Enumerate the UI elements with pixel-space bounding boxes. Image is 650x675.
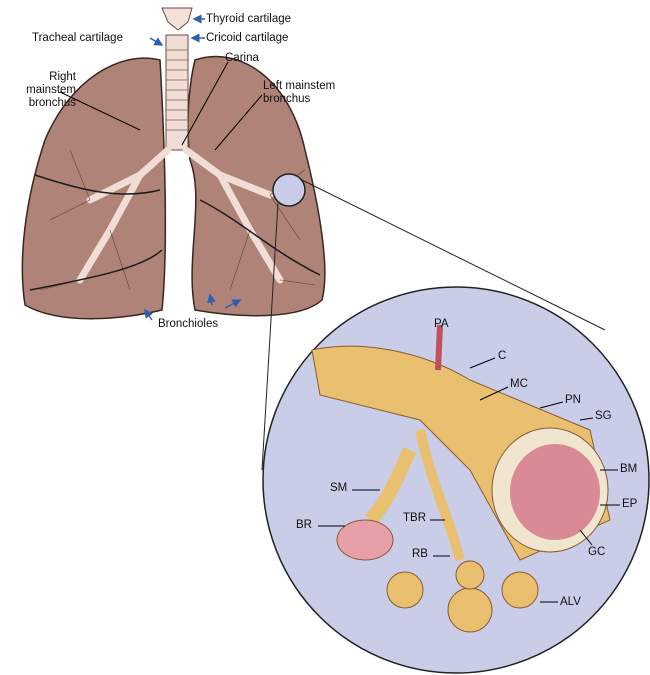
bronchiole-branch: [364, 446, 417, 525]
alveoli: [386, 560, 539, 633]
label-bronchioles: Bronchioles: [158, 318, 219, 330]
label-bm: BM: [620, 463, 638, 475]
thyroid-cartilage: [161, 7, 193, 31]
bronchial-tree: [76, 146, 284, 284]
label-pa: PA: [434, 318, 449, 330]
label-left-mainstem-bronchus: Left mainstem bronchus: [263, 80, 336, 105]
label-rb: RB: [412, 548, 428, 560]
label-carina: Carina: [225, 52, 259, 64]
label-sm: SM: [330, 482, 348, 494]
label-gc: GC: [588, 546, 606, 558]
label-cricoid-cartilage: Cricoid cartilage: [206, 32, 289, 44]
label-pn: PN: [565, 394, 581, 406]
label-ep: EP: [622, 498, 638, 510]
label-mc: MC: [510, 378, 528, 390]
trachea: [165, 34, 189, 151]
label-sg: SG: [595, 410, 612, 422]
label-tbr: TBR: [403, 512, 426, 524]
label-right-mainstem-bronchus: Right mainstem bronchus: [26, 71, 76, 109]
label-alv: ALV: [560, 596, 581, 608]
label-c: C: [498, 350, 507, 362]
label-thyroid-cartilage: Thyroid cartilage: [206, 13, 292, 25]
label-tracheal-cartilage: Tracheal cartilage: [32, 32, 123, 44]
label-br: BR: [296, 519, 312, 531]
right-lung: [21, 57, 167, 320]
magnified-region-marker: [272, 173, 306, 207]
